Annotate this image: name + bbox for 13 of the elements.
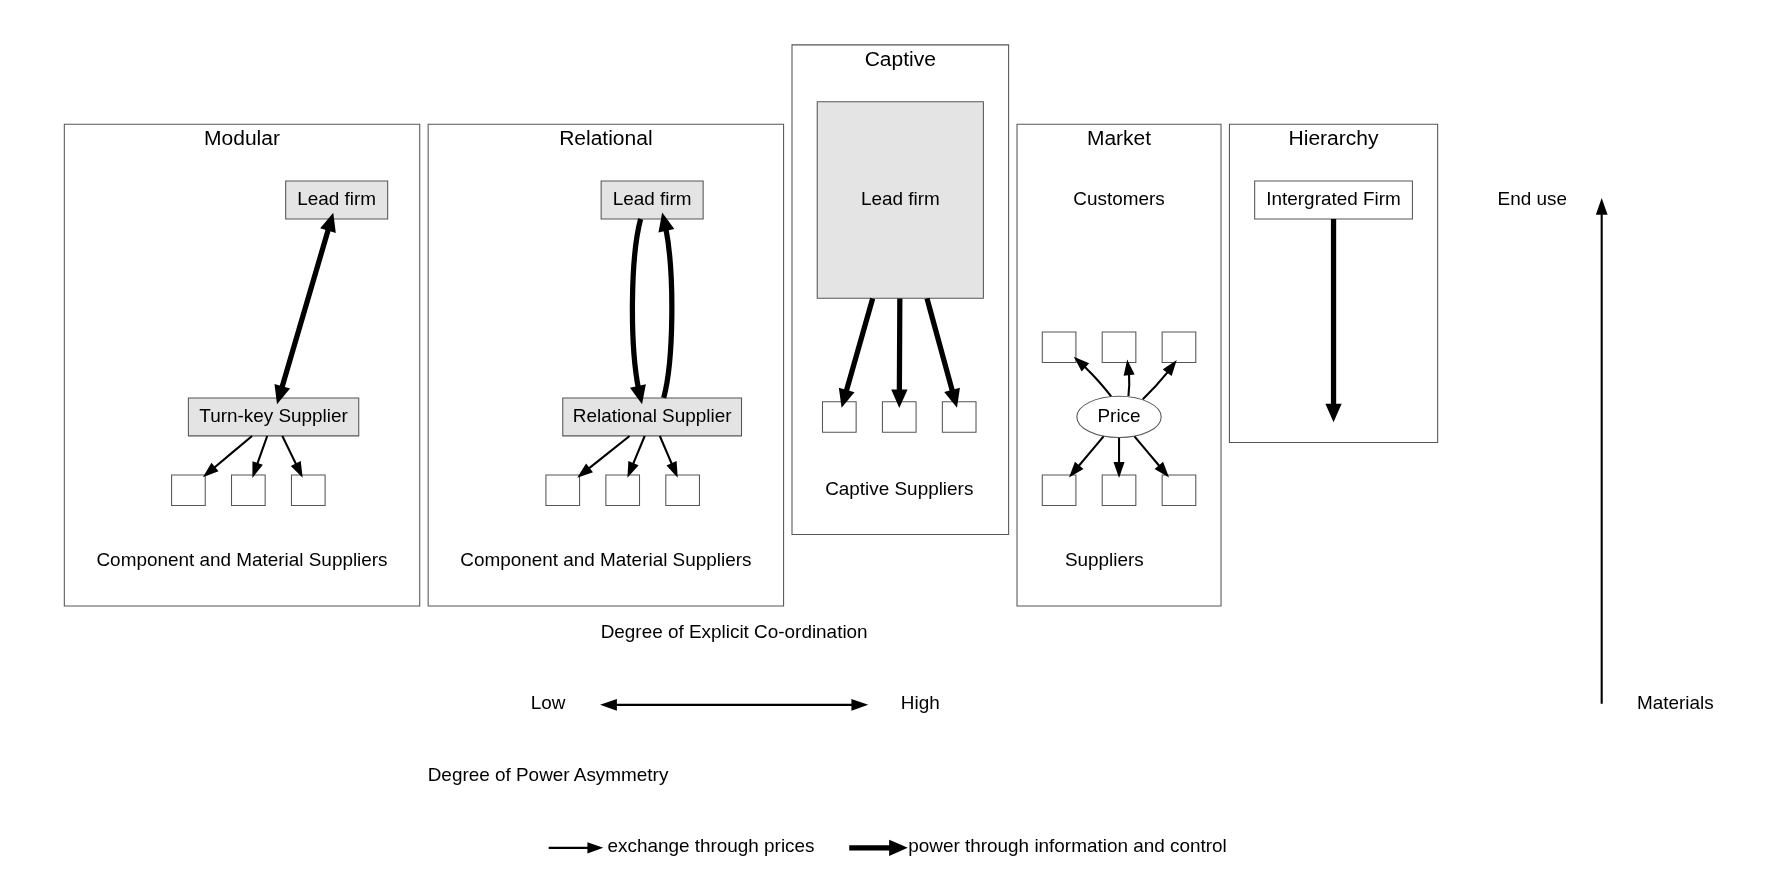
label: Component and Material Suppliers bbox=[459, 548, 751, 570]
legend-label: exchange through prices bbox=[606, 834, 815, 856]
label: Low bbox=[530, 691, 565, 713]
label: End use bbox=[1497, 187, 1567, 209]
label: Captive Suppliers bbox=[824, 477, 973, 499]
label: Degree of Power Asymmetry bbox=[427, 763, 668, 785]
legend-label: power through information and control bbox=[907, 834, 1227, 856]
label: Component and Material Suppliers bbox=[95, 548, 388, 570]
label: Suppliers bbox=[1064, 548, 1144, 570]
label: Materials bbox=[1636, 691, 1714, 713]
label: Degree of Explicit Co-ordination bbox=[600, 620, 868, 642]
label: High bbox=[900, 691, 940, 713]
label: Customers bbox=[1072, 187, 1165, 209]
